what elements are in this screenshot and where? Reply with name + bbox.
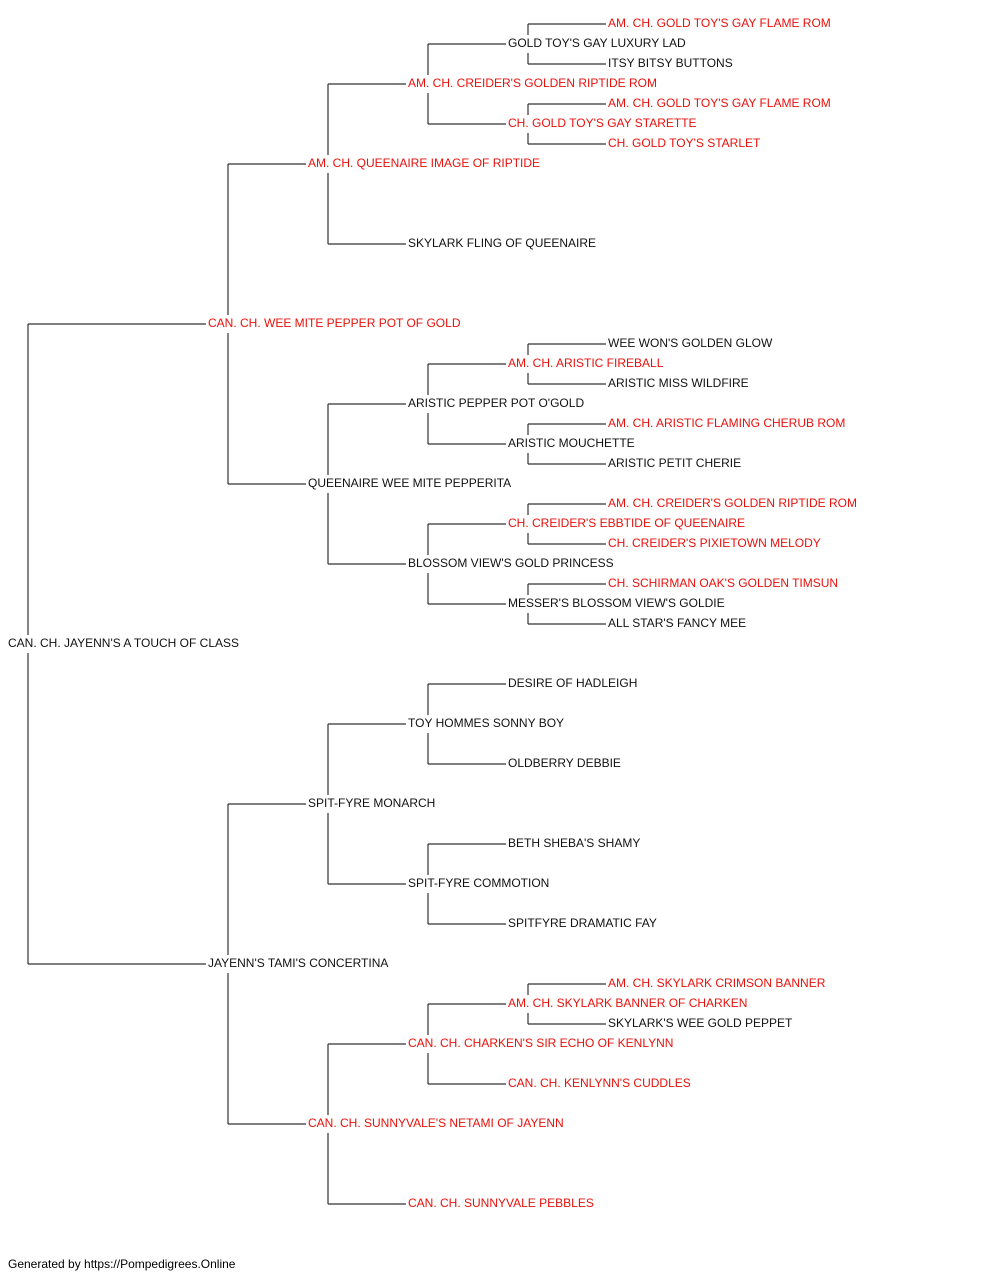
ancestor-name: BETH SHEBA'S SHAMY (508, 836, 640, 850)
ancestor-name: SPIT-FYRE COMMOTION (408, 876, 549, 890)
ancestor-name: AM. CH. CREIDER'S GOLDEN RIPTIDE ROM (608, 496, 857, 510)
ancestor-name: CAN. CH. SUNNYVALE'S NETAMI OF JAYENN (308, 1116, 564, 1130)
ancestor-name: SKYLARK FLING OF QUEENAIRE (408, 236, 596, 250)
ancestor-name: CH. GOLD TOY'S GAY STARETTE (508, 116, 697, 130)
ancestor-name: GOLD TOY'S GAY LUXURY LAD (508, 36, 686, 50)
ancestor-name: DESIRE OF HADLEIGH (508, 676, 637, 690)
ancestor-name: CH. SCHIRMAN OAK'S GOLDEN TIMSUN (608, 576, 838, 590)
ancestor-name: CAN. CH. CHARKEN'S SIR ECHO OF KENLYNN (408, 1036, 673, 1050)
ancestor-name: CAN. CH. SUNNYVALE PEBBLES (408, 1196, 594, 1210)
ancestor-name: JAYENN'S TAMI'S CONCERTINA (208, 956, 388, 970)
ancestor-name: ARISTIC PETIT CHERIE (608, 456, 741, 470)
subject-dog-name: CAN. CH. JAYENN'S A TOUCH OF CLASS (8, 636, 239, 650)
ancestor-name: AM. CH. ARISTIC FLAMING CHERUB ROM (608, 416, 845, 430)
ancestor-name: MESSER'S BLOSSOM VIEW'S GOLDIE (508, 596, 725, 610)
ancestor-name: AM. CH. SKYLARK CRIMSON BANNER (608, 976, 826, 990)
ancestor-name: SPIT-FYRE MONARCH (308, 796, 435, 810)
footer-credit: Generated by https://Pompedigrees.Online (8, 1257, 236, 1271)
ancestor-name: ALL STAR'S FANCY MEE (608, 616, 746, 630)
ancestor-name: TOY HOMMES SONNY BOY (408, 716, 564, 730)
ancestor-name: SKYLARK'S WEE GOLD PEPPET (608, 1016, 793, 1030)
ancestor-name: AM. CH. GOLD TOY'S GAY FLAME ROM (608, 96, 831, 110)
ancestor-name: CAN. CH. KENLYNN'S CUDDLES (508, 1076, 691, 1090)
ancestor-name: AM. CH. SKYLARK BANNER OF CHARKEN (508, 996, 747, 1010)
ancestor-name: ARISTIC PEPPER POT O'GOLD (408, 396, 584, 410)
ancestor-name: OLDBERRY DEBBIE (508, 756, 621, 770)
ancestor-name: ARISTIC MISS WILDFIRE (608, 376, 749, 390)
ancestor-name: CAN. CH. WEE MITE PEPPER POT OF GOLD (208, 316, 461, 330)
ancestor-name: CH. CREIDER'S EBBTIDE OF QUEENAIRE (508, 516, 745, 530)
ancestor-name: AM. CH. QUEENAIRE IMAGE OF RIPTIDE (308, 156, 540, 170)
ancestor-name: BLOSSOM VIEW'S GOLD PRINCESS (408, 556, 614, 570)
ancestor-name: AM. CH. CREIDER'S GOLDEN RIPTIDE ROM (408, 76, 657, 90)
ancestor-name: ARISTIC MOUCHETTE (508, 436, 635, 450)
ancestor-name: WEE WON'S GOLDEN GLOW (608, 336, 773, 350)
ancestor-name: SPITFYRE DRAMATIC FAY (508, 916, 657, 930)
ancestor-name: CH. CREIDER'S PIXIETOWN MELODY (608, 536, 821, 550)
ancestor-name: CH. GOLD TOY'S STARLET (608, 136, 761, 150)
ancestor-name: ITSY BITSY BUTTONS (608, 56, 733, 70)
ancestor-name: QUEENAIRE WEE MITE PEPPERITA (308, 476, 511, 490)
ancestor-name: AM. CH. ARISTIC FIREBALL (508, 356, 664, 370)
ancestor-name: AM. CH. GOLD TOY'S GAY FLAME ROM (608, 16, 831, 30)
